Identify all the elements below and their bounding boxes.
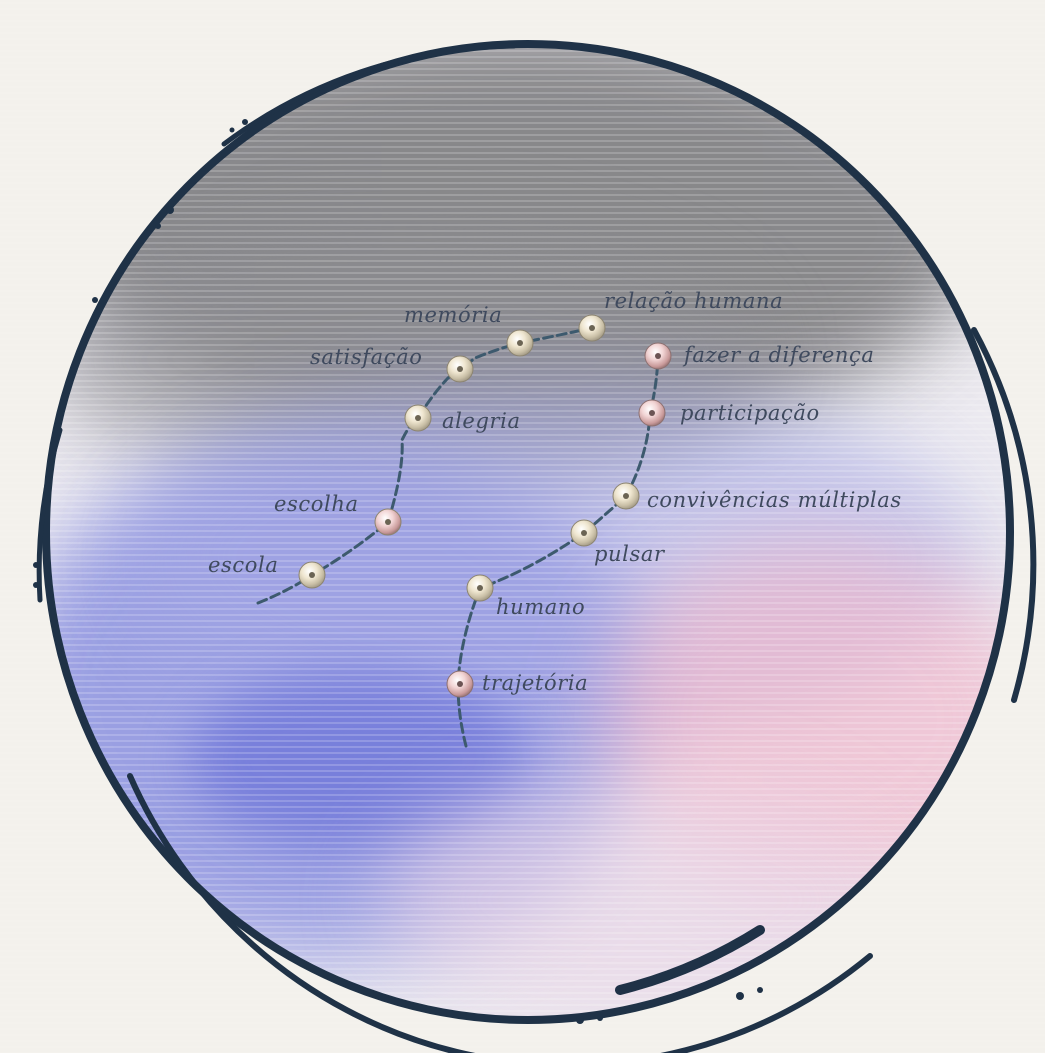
label-trajetoria: trajetória [482, 671, 588, 695]
sequin-satisfacao [447, 356, 473, 382]
sequin-convivencias-multiplas [613, 483, 639, 509]
sequin-fazer-a-diferenca [645, 343, 671, 369]
label-memoria: memória [404, 303, 502, 327]
sequin-escola [299, 562, 325, 588]
label-convivencias-multiplas: convivências múltiplas [647, 488, 902, 512]
label-satisfacao: satisfação [310, 345, 422, 369]
label-pulsar: pulsar [594, 542, 666, 566]
sequin-alegria [405, 405, 431, 431]
sequin-relacao-humana [579, 315, 605, 341]
sequin-memoria [507, 330, 533, 356]
sequin-participacao [639, 400, 665, 426]
label-fazer-a-diferenca: fazer a diferença [682, 343, 875, 367]
label-escola: escola [208, 553, 278, 577]
label-escolha: escolha [274, 492, 359, 516]
label-alegria: alegria [442, 409, 521, 433]
label-relacao-humana: relação humana [604, 289, 783, 313]
label-humano: humano [496, 595, 585, 619]
sequin-escolha [375, 509, 401, 535]
sequin-humano [467, 575, 493, 601]
label-participacao: participação [680, 401, 820, 425]
sequin-trajetoria [447, 671, 473, 697]
